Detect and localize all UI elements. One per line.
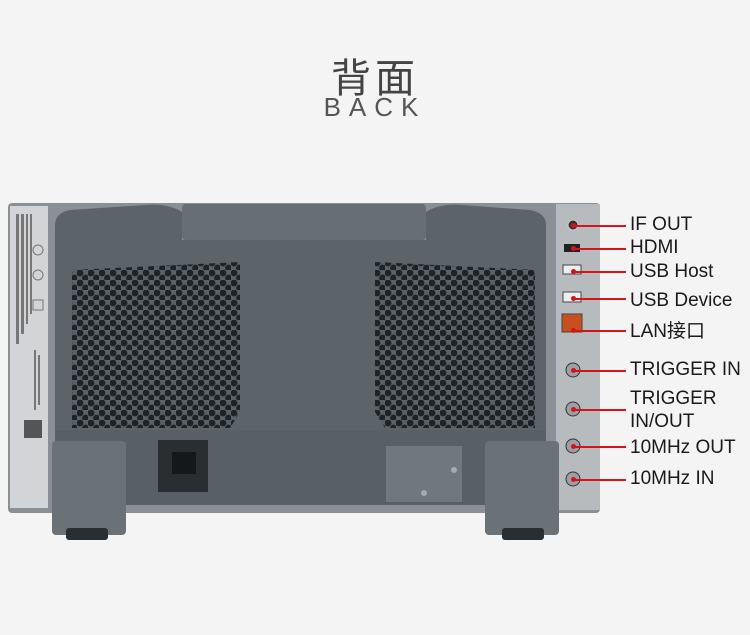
callout-dot [571, 368, 576, 373]
callout-label-lan: LAN接口 [630, 321, 705, 342]
callout-label-trigger-inout-2: IN/OUT [630, 411, 695, 432]
vent-left [72, 262, 240, 428]
callout-line [574, 298, 626, 300]
callout-label-if-out: IF OUT [630, 214, 693, 235]
callout-line [574, 225, 626, 227]
label-panel [10, 206, 48, 508]
callout-label-trigger-in: TRIGGER IN [630, 359, 741, 380]
callout-line [574, 370, 626, 372]
callout-label-ref-out: 10MHz OUT [630, 437, 736, 458]
port-strip [556, 204, 600, 510]
callout-line [574, 271, 626, 273]
callout-dot [571, 296, 576, 301]
callout-dot [571, 328, 576, 333]
page-title: 背面 [331, 56, 419, 102]
callout-label-hdmi: HDMI [630, 237, 679, 258]
callout-dot [571, 407, 576, 412]
callout-dot [571, 223, 576, 228]
callout-dot [571, 444, 576, 449]
callout-label-trigger-inout-1: TRIGGER [630, 388, 717, 409]
callout-label-usb-device: USB Device [630, 290, 733, 311]
callout-line [574, 446, 626, 448]
foot-right [485, 441, 559, 535]
callout-dot [571, 246, 576, 251]
handle [182, 204, 426, 240]
vent-right [375, 262, 535, 428]
page-subtitle: BACK [323, 92, 427, 122]
callout-label-ref-in: 10MHz IN [630, 468, 715, 489]
foot-left [52, 441, 126, 535]
callout-dot [571, 269, 576, 274]
callout-line [574, 479, 626, 481]
callout-dot [571, 477, 576, 482]
callout-label-usb-host: USB Host [630, 261, 714, 282]
regulatory-label [16, 214, 44, 438]
callout-line [574, 330, 626, 332]
callout-line [574, 248, 626, 250]
callout-line [574, 409, 626, 411]
